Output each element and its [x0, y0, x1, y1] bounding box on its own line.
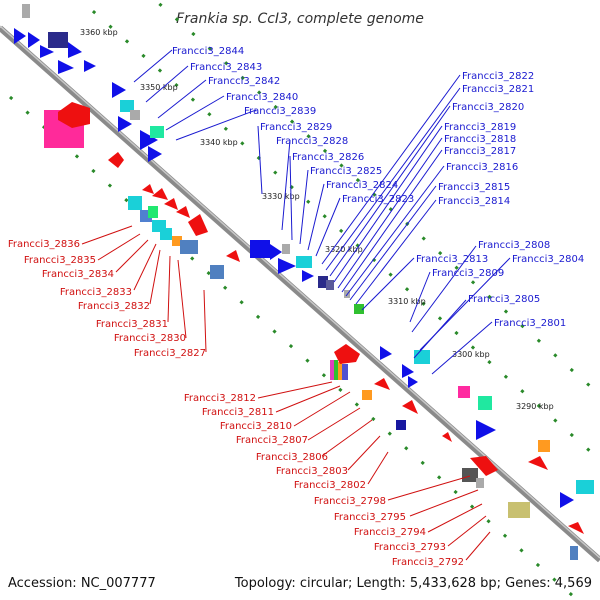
gene-label: Francci3_2810 [220, 421, 292, 432]
gene-label: Francci3_2795 [334, 512, 406, 523]
gene-label: Francci3_2832 [78, 301, 150, 312]
gene-label: Francci3_2831 [96, 319, 168, 330]
gene-label: Francci3_2819 [444, 122, 516, 133]
scale-label: 3290 kbp [516, 402, 554, 411]
topology-text: Topology: circular; Length: 5,433,628 bp… [234, 576, 592, 591]
gene-label: Francci3_2833 [60, 287, 132, 298]
gene-label: Francci3_2826 [292, 152, 364, 163]
scale-labels: 3360 kbp 3350 kbp 3340 kbp 3330 kbp 3320… [80, 28, 554, 411]
gene-label: Francci3_2825 [310, 166, 382, 177]
blue-leaders [133, 49, 511, 375]
gene-label: Francci3_2814 [438, 196, 510, 207]
forward-genes [14, 28, 574, 508]
scale-label: 3330 kbp [262, 192, 300, 201]
gene-label: Francci3_2840 [226, 92, 298, 103]
gene-label: Francci3_2794 [354, 527, 426, 538]
scale-label: 3350 kbp [140, 83, 178, 92]
red-leaders [81, 225, 491, 561]
gene-label: Francci3_2807 [236, 435, 308, 446]
gene-label: Francci3_2836 [8, 239, 80, 250]
gene-label: Francci3_2824 [326, 180, 398, 191]
gene-label: Francci3_2806 [256, 452, 328, 463]
gene-label: Francci3_2792 [392, 557, 464, 568]
gene-label: Francci3_2820 [452, 102, 524, 113]
gene-label: Francci3_2804 [512, 254, 584, 265]
other-genes [44, 100, 594, 560]
scale-label: 3310 kbp [388, 297, 426, 306]
gene-label: Francci3_2812 [184, 393, 256, 404]
gene-label: Francci3_2821 [462, 84, 534, 95]
gene-label: Francci3_2823 [342, 194, 414, 205]
gene-label: Francci3_2822 [462, 71, 534, 82]
gene-label: Francci3_2843 [190, 62, 262, 73]
red-gene-labels: Francci3_2836 Francci3_2835 Francci3_283… [8, 239, 464, 568]
gene-label: Francci3_2809 [432, 268, 504, 279]
map-title: Frankia sp. CcI3, complete genome [176, 11, 424, 27]
gene-label: Francci3_2811 [202, 407, 274, 418]
gene-label: Francci3_2803 [276, 466, 348, 477]
gene-label: Francci3_2798 [314, 496, 386, 507]
gene-label: Francci3_2793 [374, 542, 446, 553]
scale-label: 3340 kbp [200, 138, 238, 147]
gene-label: Francci3_2839 [244, 106, 316, 117]
gene-label: Francci3_2817 [444, 146, 516, 157]
gene-label: Francci3_2829 [260, 122, 332, 133]
gene-label: Francci3_2808 [478, 240, 550, 251]
gene-label: Francci3_2830 [114, 333, 186, 344]
gene-label: Francci3_2815 [438, 182, 510, 193]
gene-label: Francci3_2834 [42, 269, 114, 280]
scale-label: 3300 kbp [452, 350, 490, 359]
gene-label: Francci3_2805 [468, 294, 540, 305]
genome-backbone [0, 25, 600, 563]
gene-label: Francci3_2813 [416, 254, 488, 265]
gene-label: Francci3_2828 [276, 136, 348, 147]
gene-label: Francci3_2816 [446, 162, 518, 173]
gene-label: Francci3_2818 [444, 134, 516, 145]
gene-label: Francci3_2801 [494, 318, 566, 329]
scale-label: 3320 kbp [325, 245, 363, 254]
scale-label: 3360 kbp [80, 28, 118, 37]
blue-gene-labels: Francci3_2844 Francci3_2843 Francci3_284… [172, 46, 584, 329]
gene-label: Francci3_2827 [134, 348, 206, 359]
reverse-genes [58, 102, 584, 534]
gene-label: Francci3_2844 [172, 46, 244, 57]
gene-label: Francci3_2802 [294, 480, 366, 491]
gene-label: Francci3_2835 [24, 255, 96, 266]
accession-text: Accession: NC_007777 [8, 576, 156, 591]
gene-label: Francci3_2842 [208, 76, 280, 87]
